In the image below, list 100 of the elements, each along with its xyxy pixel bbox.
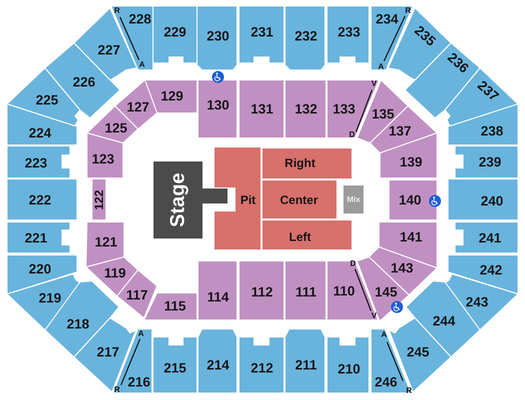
section-number: 215 <box>164 361 186 375</box>
seating-section <box>455 222 518 253</box>
seating-section <box>327 6 369 63</box>
row-letter: A <box>138 330 144 338</box>
section-number: 234 <box>376 12 398 26</box>
section-name: Left <box>289 231 311 243</box>
mix-position <box>343 185 364 214</box>
section-number: 132 <box>294 102 318 116</box>
section-number: 233 <box>338 25 360 39</box>
seating-section <box>92 179 106 220</box>
section-number: 216 <box>128 375 150 389</box>
section-number: 130 <box>206 98 230 112</box>
section-number: 133 <box>332 102 356 116</box>
section-number: 212 <box>250 361 274 375</box>
seating-section <box>327 337 369 393</box>
seating-section <box>153 6 197 63</box>
seating-section <box>153 337 197 393</box>
row-letter: R <box>114 7 120 15</box>
seating-section <box>7 222 70 253</box>
section-number: 227 <box>98 43 120 57</box>
section-number: 230 <box>206 29 230 43</box>
section-number: 245 <box>406 345 430 359</box>
section-number: 125 <box>104 121 128 135</box>
seating-section <box>197 6 237 70</box>
section-number: 139 <box>400 155 422 169</box>
floor-section <box>262 180 337 219</box>
seating-section <box>198 329 237 393</box>
section-number: 112 <box>251 285 273 299</box>
section-name: Pit <box>240 194 256 206</box>
row-letter: V <box>371 80 377 88</box>
section-number: 235 <box>412 23 438 49</box>
section-number: 129 <box>160 89 184 103</box>
stage-label: Stage <box>168 172 188 228</box>
seating-section <box>455 146 518 178</box>
section-number: 143 <box>390 261 414 275</box>
section-number: 114 <box>207 290 229 304</box>
section-number: 231 <box>250 25 274 39</box>
row-letter: R <box>405 7 411 15</box>
section-number: 111 <box>295 285 317 299</box>
section-number: 145 <box>374 285 398 299</box>
section-number: 123 <box>92 152 114 166</box>
section-number: 140 <box>398 193 422 207</box>
section-number: 222 <box>28 193 52 207</box>
section-number: 240 <box>480 194 504 208</box>
section-number: 122 <box>93 190 105 210</box>
section-number: 117 <box>126 288 148 302</box>
row-letter: D <box>350 260 356 268</box>
section-number: 232 <box>294 29 318 43</box>
seating-section <box>239 6 284 63</box>
section-number: 221 <box>24 231 48 245</box>
section-number: 119 <box>104 266 126 280</box>
section-number: 238 <box>480 124 504 138</box>
stage <box>153 161 228 239</box>
section-number: 239 <box>478 155 502 169</box>
section-number: 236 <box>445 50 471 76</box>
section-number: 210 <box>338 362 360 376</box>
row-letter: V <box>371 312 377 320</box>
row-letter: A <box>378 63 384 71</box>
floor-section <box>262 148 352 179</box>
row-letter: R <box>406 387 412 395</box>
section-number: 244 <box>432 314 456 328</box>
seating-section <box>7 179 77 220</box>
seating-section <box>285 6 325 70</box>
row-letter: D <box>349 131 355 139</box>
section-name: Center <box>280 194 318 206</box>
section-number: 223 <box>24 156 48 170</box>
seating-section <box>285 329 325 393</box>
row-letter: A <box>381 331 387 339</box>
seating-section <box>448 255 518 294</box>
section-name: Right <box>284 157 316 169</box>
seating-section <box>389 180 437 220</box>
seating-section <box>448 179 518 220</box>
mix-label: Mix <box>346 196 360 204</box>
seating-section <box>7 146 70 178</box>
section-number: 237 <box>475 78 501 104</box>
section-number: 246 <box>374 375 398 389</box>
section-number: 225 <box>36 93 58 107</box>
section-number: 214 <box>206 358 230 372</box>
section-number: 219 <box>38 291 62 305</box>
seating-section <box>448 104 518 145</box>
section-number: 131 <box>250 102 274 116</box>
seating-section <box>239 80 284 138</box>
floor-section <box>262 220 352 250</box>
section-number: 241 <box>478 231 502 245</box>
section-number: 220 <box>28 262 52 276</box>
row-letter: A <box>139 61 145 69</box>
seating-section <box>239 261 284 320</box>
section-number: 110 <box>333 284 355 298</box>
seating-section <box>7 255 77 294</box>
seating-section <box>285 261 326 320</box>
section-number: 127 <box>126 100 150 114</box>
seating-section <box>285 80 326 138</box>
seating-section <box>198 261 237 320</box>
floor-section <box>214 147 261 250</box>
section-number: 211 <box>295 358 317 372</box>
section-number: 224 <box>28 126 52 140</box>
seating-section <box>198 80 237 138</box>
section-number: 226 <box>72 75 96 89</box>
section-number: 137 <box>388 124 412 138</box>
seating-section <box>7 104 77 145</box>
